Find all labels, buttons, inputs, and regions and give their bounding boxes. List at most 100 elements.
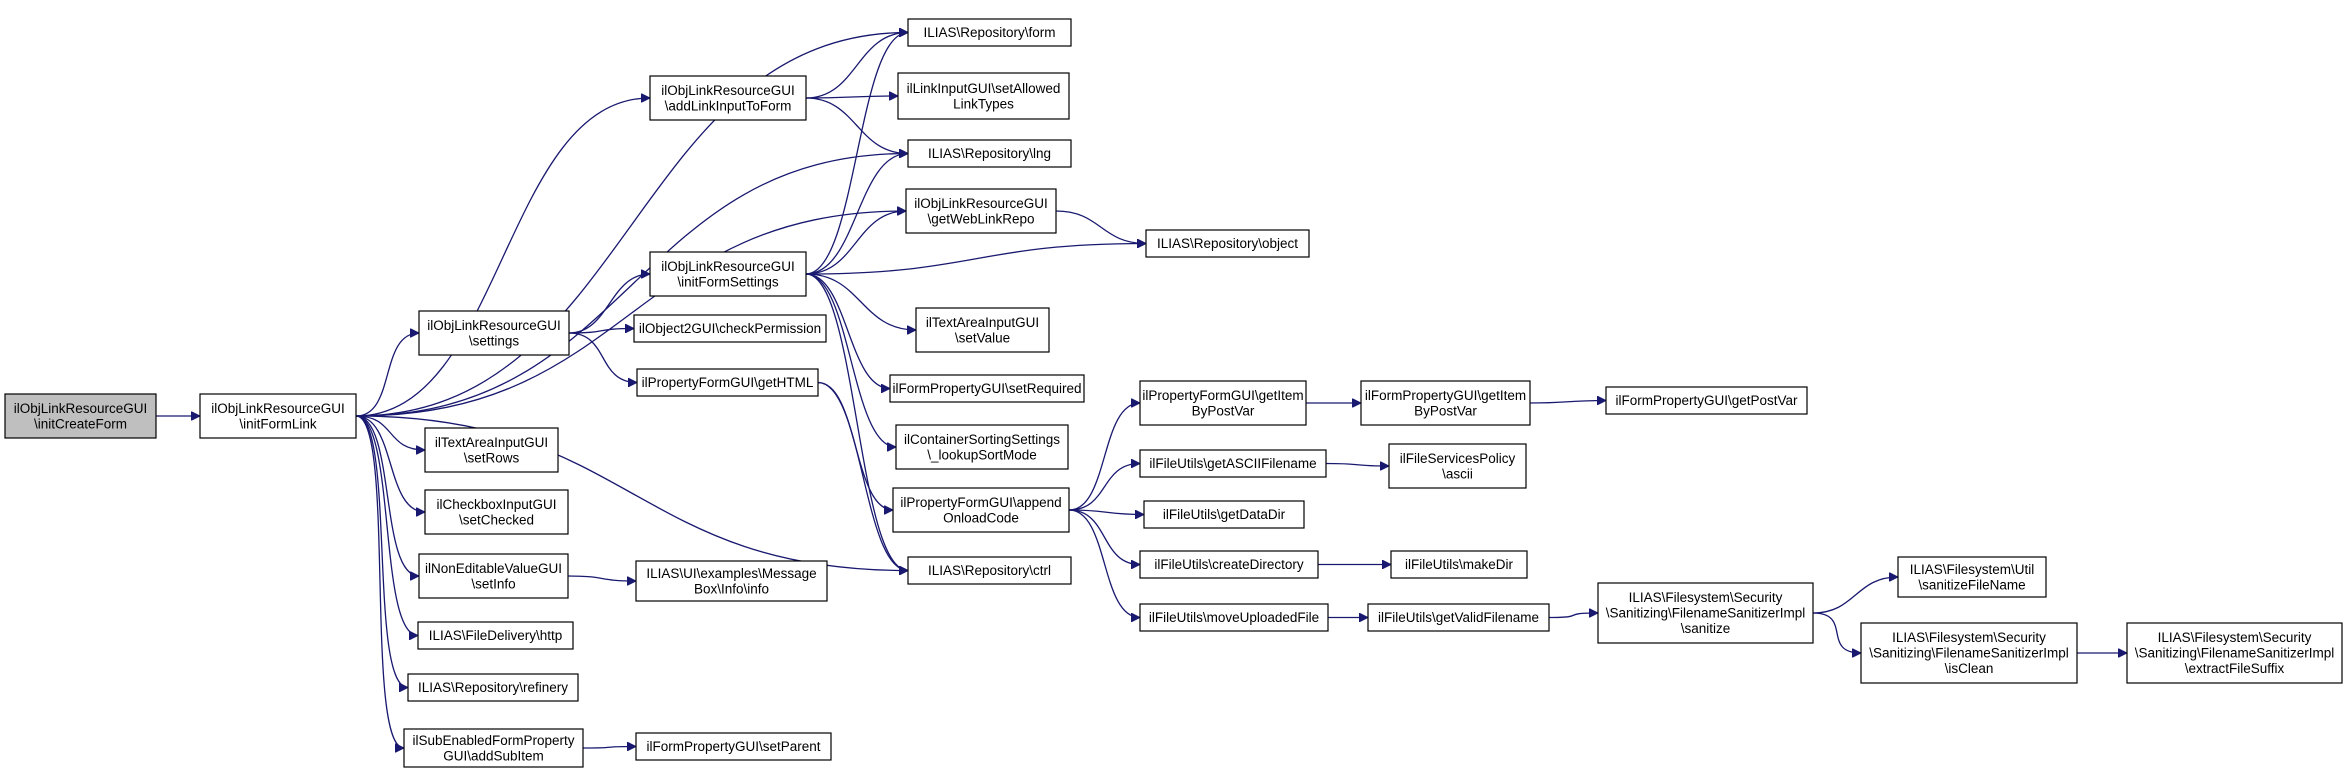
- node-label-line: ilFileUtils\moveUploadedFile: [1149, 610, 1319, 625]
- node-ilias-repository-form[interactable]: ILIAS\Repository\form: [907, 18, 1072, 47]
- node-ilcheckboxinputgui-setchecked[interactable]: ilCheckboxInputGUI\setChecked: [424, 489, 569, 535]
- node-label-line: ilContainerSortingSettings: [904, 432, 1060, 447]
- edge-n34-to-n35: [1548, 613, 1598, 619]
- node-box: [1139, 380, 1307, 426]
- node-ilpropertyformgui-gethtml[interactable]: ilPropertyFormGUI\getHTML: [636, 368, 819, 397]
- node-box: [905, 188, 1057, 234]
- node-ilias-filesystem-security-sanitizing-filenamesanitizerimpl-sanitize[interactable]: ILIAS\Filesystem\Security\Sanitizing\Fil…: [1597, 582, 1814, 644]
- node-box: [1360, 380, 1531, 426]
- node-label-line: \addLinkInputToForm: [665, 98, 792, 113]
- node-box: [2126, 622, 2343, 684]
- node-label-line: ilTextAreaInputGUI: [435, 435, 548, 450]
- node-label-line: ILIAS\Filesystem\Security: [2158, 630, 2312, 645]
- node-label-line: ILIAS\Repository\lng: [928, 146, 1051, 161]
- node-box: [1605, 386, 1808, 415]
- node-ilobjlinkresourcegui-settings[interactable]: ilObjLinkResourceGUI\settings: [418, 310, 570, 356]
- node-label-line: ilPropertyFormGUI\getHTML: [642, 375, 814, 390]
- edge-n24-to-n28: [1068, 464, 1140, 511]
- node-ilfileservicespolicy-ascii[interactable]: ilFileServicesPolicy\ascii: [1388, 443, 1527, 489]
- node-box: [649, 251, 807, 297]
- node-iltextareainputgui-setvalue[interactable]: ilTextAreaInputGUI\setValue: [915, 307, 1050, 353]
- node-box: [1390, 550, 1528, 579]
- node-ilfileutils-getvalidfilename[interactable]: ilFileUtils\getValidFilename: [1367, 603, 1550, 632]
- node-box: [1367, 603, 1550, 632]
- node-box: [424, 427, 559, 473]
- node-ilcontainersortingsettings-lookupsortmode[interactable]: ilContainerSortingSettings\_lookupSortMo…: [895, 424, 1069, 470]
- node-label-line: ILIAS\Repository\refinery: [418, 680, 568, 695]
- node-ilformpropertygui-setrequired[interactable]: ilFormPropertyGUI\setRequired: [889, 374, 1085, 403]
- node-box: [892, 487, 1070, 533]
- edge-n24-to-n33: [1068, 509, 1140, 618]
- edge-n24-to-n25: [1068, 403, 1140, 511]
- node-ilobject2gui-checkpermission[interactable]: ilObject2GUI\checkPermission: [633, 314, 827, 343]
- node-ilias-filedelivery-http[interactable]: ILIAS\FileDelivery\http: [417, 621, 574, 650]
- node-ilias-repository-ctrl[interactable]: ILIAS\Repository\ctrl: [907, 556, 1072, 585]
- node-box: [649, 75, 807, 121]
- node-ilfileutils-createdirectory[interactable]: ilFileUtils\createDirectory: [1139, 550, 1319, 579]
- node-ilias-repository-object[interactable]: ILIAS\Repository\object: [1145, 229, 1310, 258]
- node-label-line: \settings: [469, 333, 520, 348]
- node-label-line: ILIAS\Repository\object: [1157, 236, 1298, 251]
- edge-n22-to-n23: [582, 747, 636, 749]
- node-label-line: ilPropertyFormGUI\append: [900, 495, 1061, 510]
- node-label-line: ilTextAreaInputGUI: [926, 315, 1039, 330]
- node-box: [1139, 550, 1319, 579]
- node-box: [4, 393, 157, 439]
- node-ilnoneditablevaluegui-setinfo[interactable]: ilNonEditableValueGUI\setInfo: [418, 553, 569, 599]
- node-box: [897, 72, 1070, 120]
- node-box: [424, 489, 569, 535]
- node-ilobjlinkresourcegui-initformsettings[interactable]: ilObjLinkResourceGUI\initFormSettings: [649, 251, 807, 297]
- node-ilias-filesystem-security-sanitizing-filenamesanitizerimpl-extractfilesuffix[interactable]: ILIAS\Filesystem\Security\Sanitizing\Fil…: [2126, 622, 2343, 684]
- node-label-line: ilFileServicesPolicy: [1400, 451, 1516, 466]
- node-box: [907, 139, 1072, 168]
- edge-n1-to-n5: [355, 154, 908, 417]
- node-ilfileutils-getasciifilename[interactable]: ilFileUtils\getASCIIFilename: [1139, 449, 1327, 478]
- node-ilobjlinkresourcegui-getweblinkrepo[interactable]: ilObjLinkResourceGUI\getWebLinkRepo: [905, 188, 1057, 234]
- node-iltextareainputgui-setrows[interactable]: ilTextAreaInputGUI\setRows: [424, 427, 559, 473]
- node-label-line: ILIAS\UI\examples\Message: [646, 566, 816, 581]
- node-label-line: \extractFileSuffix: [2185, 661, 2285, 676]
- node-ilobjlinkresourcegui-initformlink[interactable]: ilObjLinkResourceGUI\initFormLink: [199, 393, 357, 439]
- node-ilformpropertygui-getpostvar[interactable]: ilFormPropertyGUI\getPostVar: [1605, 386, 1808, 415]
- node-label-line: \Sanitizing\FilenameSanitizerImpl: [1606, 606, 1806, 621]
- node-box: [635, 560, 828, 602]
- node-box: [1897, 556, 2047, 598]
- node-ilobjlinkresourcegui-addlinkinputtoform[interactable]: ilObjLinkResourceGUI\addLinkInputToForm: [649, 75, 807, 121]
- node-ilformpropertygui-setparent[interactable]: ilFormPropertyGUI\setParent: [635, 732, 832, 761]
- edge-n26-to-n27: [1529, 401, 1606, 404]
- edge-n3-to-n4: [805, 96, 898, 98]
- node-box: [907, 556, 1072, 585]
- node-label-line: ilObjLinkResourceGUI: [14, 401, 148, 416]
- node-ilias-repository-refinery[interactable]: ILIAS\Repository\refinery: [407, 673, 579, 702]
- edge-n8-to-n12: [805, 273, 890, 389]
- node-box: [403, 728, 584, 768]
- node-ilias-filesystem-util-sanitizefilename[interactable]: ILIAS\Filesystem\Util\sanitizeFileName: [1897, 556, 2047, 598]
- node-ilias-filesystem-security-sanitizing-filenamesanitizerimpl-isclean[interactable]: ILIAS\Filesystem\Security\Sanitizing\Fil…: [1860, 622, 2078, 684]
- node-box: [915, 307, 1050, 353]
- edge-n1-to-n22: [355, 415, 405, 748]
- node-box: [1139, 449, 1327, 478]
- node-ilfileutils-moveuploadedfile[interactable]: ilFileUtils\moveUploadedFile: [1139, 603, 1329, 632]
- node-ilfileutils-makedir[interactable]: ilFileUtils\makeDir: [1390, 550, 1528, 579]
- node-label-line: OnloadCode: [943, 510, 1019, 525]
- node-label-line: ILIAS\Repository\ctrl: [928, 563, 1051, 578]
- node-ilias-repository-lng[interactable]: ILIAS\Repository\lng: [907, 139, 1072, 168]
- node-label-line: ILIAS\Filesystem\Security: [1892, 630, 2046, 645]
- edge-n9-to-n8: [568, 274, 650, 334]
- node-ilfileutils-getdatadir[interactable]: ilFileUtils\getDataDir: [1143, 500, 1305, 529]
- node-label-line: \sanitize: [1681, 621, 1731, 636]
- node-label-line: ilFormPropertyGUI\getPostVar: [1615, 393, 1798, 408]
- node-label-line: ilObject2GUI\checkPermission: [639, 321, 821, 336]
- node-ilobjlinkresourcegui-initcreateform[interactable]: ilObjLinkResourceGUI\initCreateForm: [4, 393, 157, 439]
- edge-n1-to-n9: [355, 333, 419, 417]
- node-label-line: \setInfo: [471, 576, 515, 591]
- node-label-line: \getWebLinkRepo: [927, 211, 1034, 226]
- node-label-line: \initFormLink: [239, 416, 317, 431]
